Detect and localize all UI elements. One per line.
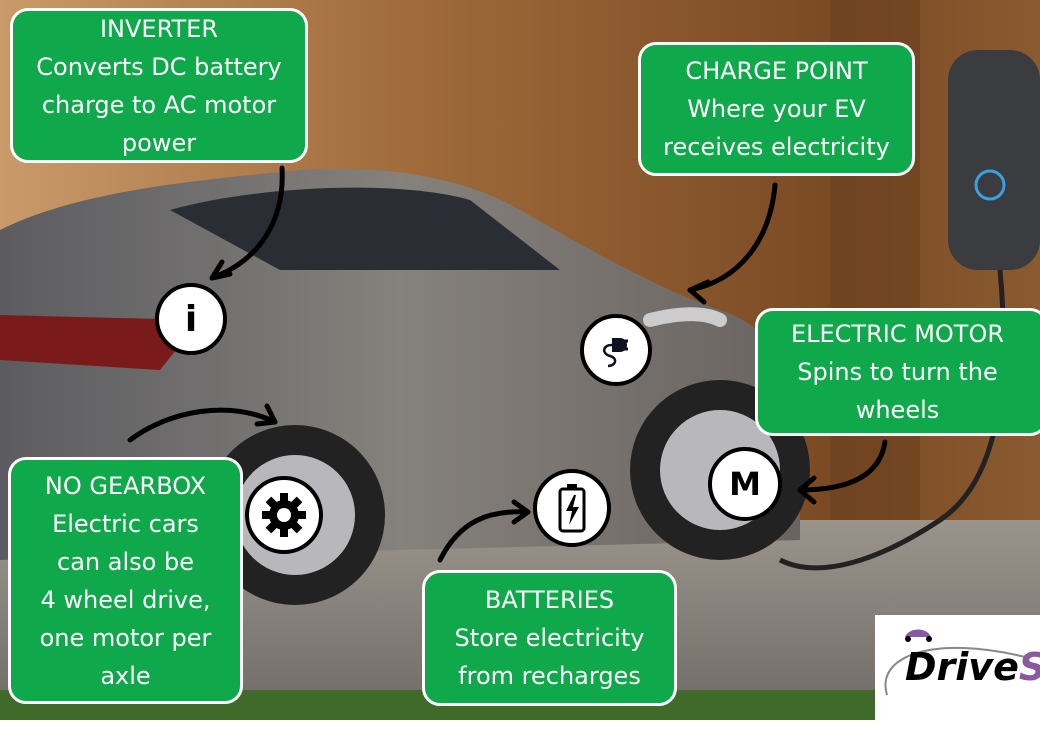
callout-line: 4 wheel drive, <box>40 585 211 614</box>
callout-line: can also be <box>57 547 194 576</box>
callout-title: NO GEARBOX <box>44 471 207 500</box>
callout-line: Converts DC battery <box>36 52 282 81</box>
callout-line: Spins to turn the <box>797 358 998 386</box>
callout-line: one motor per <box>39 623 212 652</box>
callout-line: Store electricity <box>454 624 645 652</box>
callout-line: receives electricity <box>663 133 890 161</box>
logo-text-accent: Sm <box>1019 645 1040 689</box>
callout-line: charge to AC motor <box>41 90 277 119</box>
callout-inverter: INVERTER Converts DC battery charge to A… <box>10 8 308 163</box>
callout-line: axle <box>100 661 151 690</box>
wall-charger <box>948 50 1040 270</box>
gear-icon <box>245 476 323 554</box>
callout-batteries: BATTERIES Store electricity from recharg… <box>422 570 677 706</box>
battery-icon <box>533 469 611 547</box>
info-glyph: i <box>184 298 198 340</box>
motor-glyph: M <box>729 465 761 503</box>
info-icon: i <box>155 283 227 355</box>
logo-text-drive: Drive <box>905 645 1019 689</box>
callout-line: Where your EV <box>687 95 866 123</box>
callout-charge-point: CHARGE POINT Where your EV receives elec… <box>638 42 915 176</box>
callout-title: ELECTRIC MOTOR <box>790 320 1005 348</box>
drivesmart-logo: DriveSm <box>875 615 1040 725</box>
callout-line: from recharges <box>458 662 641 690</box>
callout-electric-motor: ELECTRIC MOTOR Spins to turn the wheels <box>755 308 1040 436</box>
motor-icon: M <box>708 447 782 521</box>
callout-no-gearbox: NO GEARBOX Electric cars can also be 4 w… <box>8 457 243 704</box>
pointer-arrows <box>127 165 888 563</box>
callout-title: INVERTER <box>99 14 219 43</box>
callout-line: wheels <box>855 396 940 424</box>
plug-icon <box>580 314 652 386</box>
callout-line: power <box>121 128 197 157</box>
callout-title: BATTERIES <box>484 586 615 614</box>
callout-line: Electric cars <box>52 509 199 538</box>
callout-title: CHARGE POINT <box>685 57 868 85</box>
